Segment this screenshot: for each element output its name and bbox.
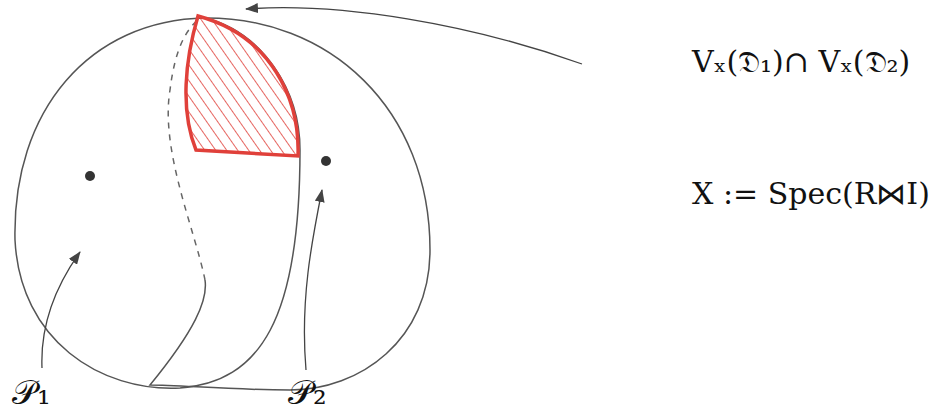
- callout-leader: [246, 8, 582, 64]
- point-dot: [85, 171, 95, 181]
- point-label: 𝒫₁: [12, 372, 51, 413]
- intersection-region: [186, 16, 298, 156]
- space-label: X := Spec(R⋈I): [692, 176, 930, 211]
- point-label: 𝒫₂: [288, 372, 327, 413]
- intersection-label: Vₓ(𝔇₁)∩ Vₓ(𝔇₂): [692, 44, 910, 80]
- point-leader: [304, 190, 322, 370]
- point-dot: [321, 156, 331, 166]
- point-leader: [42, 252, 80, 368]
